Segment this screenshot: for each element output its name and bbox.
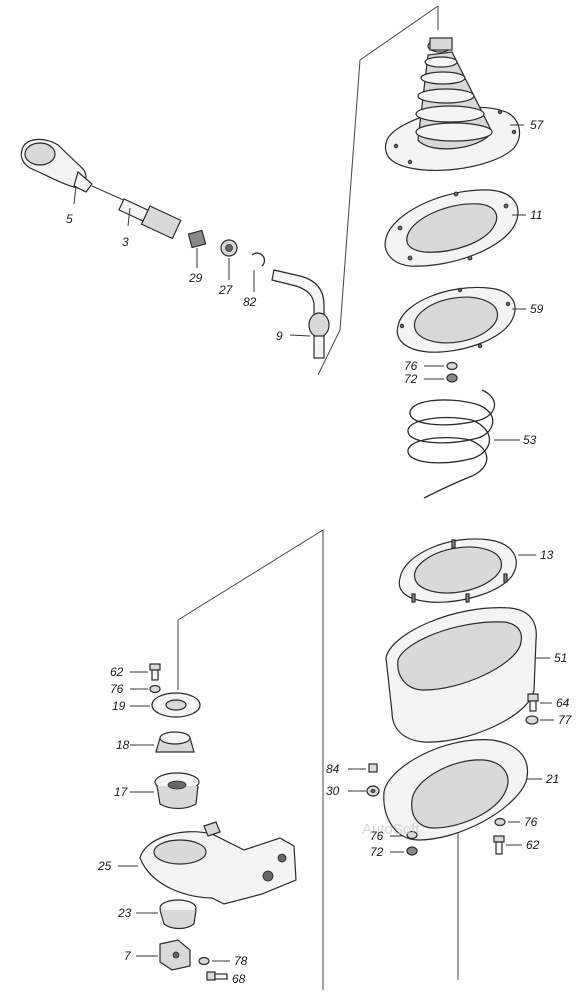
callout-23: 23: [117, 906, 132, 920]
part-nut-72-upper: [446, 373, 458, 383]
part-flange-plate-13: [398, 538, 517, 603]
part-nut-29: [187, 229, 207, 249]
part-bracket-25: [139, 821, 297, 905]
part-spring: [407, 389, 496, 499]
part-gasket-plate: [384, 189, 519, 267]
callout-82: 82: [243, 295, 257, 309]
part-knob: [20, 138, 93, 193]
callout-numbers: 5 3 29 27 82 9 57 11 59 76 72 53 13 51 6…: [66, 118, 573, 986]
callout-72-upper: 72: [404, 372, 418, 386]
watermark-text: AutoSoft: [362, 821, 420, 838]
part-seat-17: [154, 772, 200, 810]
part-washer-76-upper: [446, 361, 458, 371]
part-clamp-7: [159, 939, 191, 971]
callout-76-upper: 76: [404, 359, 418, 373]
part-rubber-boot: [384, 37, 521, 171]
callout-62-left: 62: [110, 665, 124, 679]
part-bolt-62-left: [149, 663, 161, 681]
callout-76-lower-right: 76: [524, 815, 538, 829]
callout-3: 3: [122, 235, 129, 249]
callout-30: 30: [326, 784, 340, 798]
part-plate-19: [151, 692, 201, 718]
upper-assembly-frame: [317, 5, 439, 376]
part-bushing-23: [159, 899, 197, 930]
callout-72-lower: 72: [370, 845, 384, 859]
callout-62-right: 62: [526, 838, 540, 852]
part-flange-ring: [396, 286, 516, 353]
callout-7: 7: [124, 949, 132, 963]
lower-assembly-frame: [177, 529, 324, 990]
callout-21: 21: [545, 772, 559, 786]
callout-57: 57: [530, 118, 545, 132]
callout-17: 17: [114, 785, 129, 799]
callout-13: 13: [540, 548, 554, 562]
callout-53: 53: [523, 433, 537, 447]
part-base-gasket: [383, 739, 528, 841]
part-bushing-27: [220, 239, 238, 257]
callout-84: 84: [326, 762, 340, 776]
callout-5: 5: [66, 212, 73, 226]
part-washer-77: [525, 715, 539, 725]
part-washer-76-left: [149, 684, 161, 694]
part-nut-72-lower: [406, 846, 418, 856]
part-bolt-62-right: [493, 835, 505, 855]
part-washer-76-lower-left: [406, 830, 418, 840]
callout-29: 29: [188, 271, 203, 285]
part-bent-lever: [271, 269, 330, 359]
callout-64: 64: [556, 696, 570, 710]
callout-25: 25: [97, 859, 112, 873]
part-pin-84: [368, 763, 378, 773]
callout-76-lower-left: 76: [370, 829, 384, 843]
callout-27: 27: [218, 283, 234, 297]
callout-11: 11: [530, 208, 542, 222]
callout-51: 51: [554, 651, 567, 665]
callout-59: 59: [530, 302, 544, 316]
callout-9: 9: [276, 329, 283, 343]
callout-77: 77: [558, 713, 573, 727]
callout-19: 19: [112, 699, 126, 713]
part-housing-cup: [385, 607, 537, 743]
callout-18: 18: [116, 738, 130, 752]
leader-lines: [73, 124, 554, 980]
part-washer-78: [198, 956, 210, 966]
part-washer-76-lower-right: [494, 817, 506, 827]
part-bolt-64: [527, 693, 539, 712]
part-snap-ring-82: [251, 252, 266, 267]
part-lever-tube: [91, 185, 182, 240]
callout-78: 78: [234, 954, 248, 968]
part-nut-18: [155, 731, 195, 753]
callout-68: 68: [232, 972, 246, 986]
callout-76-left: 76: [110, 682, 124, 696]
part-bushing-30: [366, 785, 380, 797]
